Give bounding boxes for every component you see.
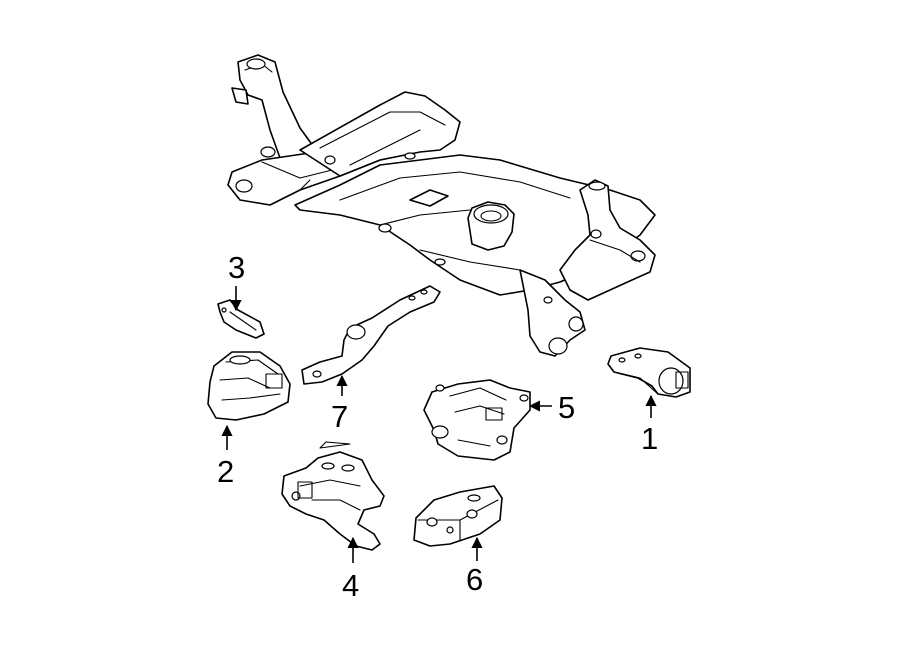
callout-2: 2	[217, 454, 234, 489]
callout-7: 7	[331, 399, 348, 434]
mount-4	[281, 441, 385, 551]
mount-1	[607, 347, 691, 398]
mount-5	[423, 379, 531, 461]
mount-2	[207, 351, 291, 421]
mount-6	[413, 485, 503, 547]
subframe	[227, 54, 656, 357]
callout-1: 1	[641, 421, 658, 456]
bracket-3	[217, 299, 265, 339]
callout-5: 5	[558, 390, 575, 425]
torque-arm-7	[301, 285, 441, 385]
callout-6: 6	[466, 562, 483, 597]
callout-3: 3	[228, 250, 245, 285]
callout-4: 4	[342, 568, 359, 603]
